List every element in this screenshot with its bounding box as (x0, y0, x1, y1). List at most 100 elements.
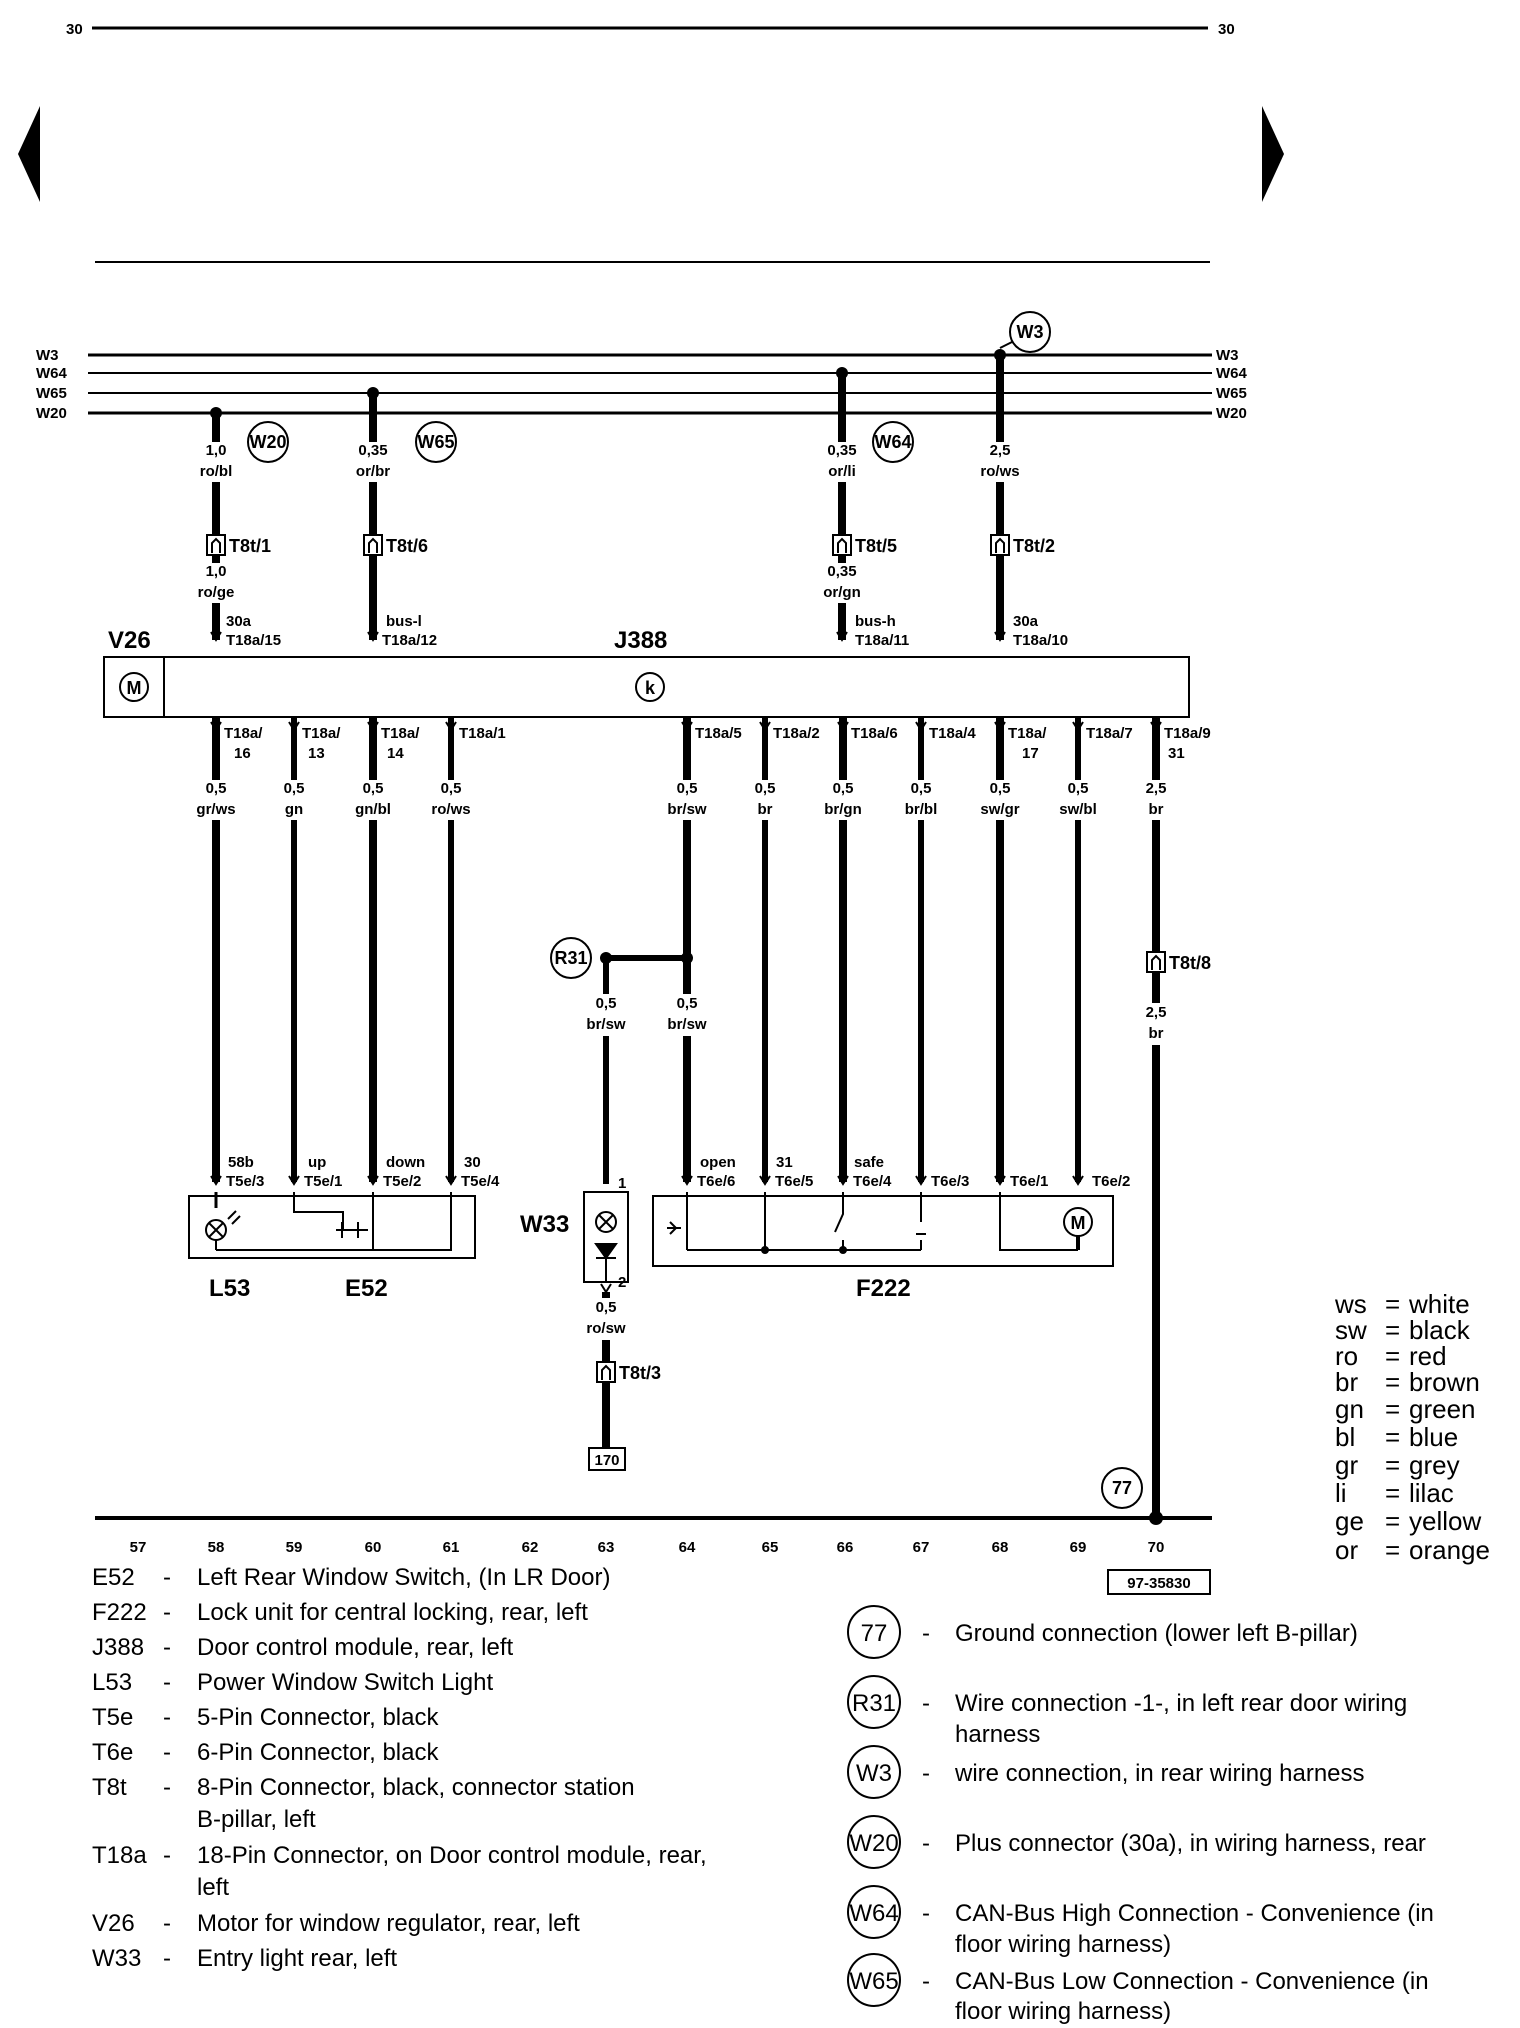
legend-desc-t18a: 18-Pin Connector, on Door control module… (197, 1842, 707, 1869)
pin-t18a-16b: 16 (234, 745, 251, 762)
bus-tap-w3: W3 2,5 ro/ws T8t/2 30a T18a/10 (970, 311, 1068, 649)
lock-unit-f222: M F222 (652, 1192, 1114, 1302)
pin-t18a-11: T18a/11 (855, 632, 909, 649)
pin-t18a-9: T18a/9 (1164, 725, 1211, 742)
bus-label-right-w3: W3 (1216, 347, 1239, 364)
wire-17-color: sw/gr (980, 801, 1019, 818)
label-w33: W33 (520, 1211, 569, 1238)
svg-text:-: - (922, 1620, 930, 1647)
legend-code-v26: V26 (92, 1910, 135, 1937)
color-name-grey: grey (1409, 1450, 1460, 1480)
legend-desc-f222: Lock unit for central locking, rear, lef… (197, 1599, 588, 1626)
label-j388: J388 (614, 627, 667, 654)
legend-desc-j388: Door control module, rear, left (197, 1634, 513, 1661)
legend-desc-t5e: 5-Pin Connector, black (197, 1704, 439, 1731)
color-code-li: li (1335, 1478, 1347, 1508)
pin-t18a-12: T18a/12 (382, 632, 437, 649)
wire-17-size: 0,5 (990, 780, 1011, 797)
entry-light-w33: W33 1 2 0,5 ro/sw T8t/3 170 (520, 1175, 661, 1471)
legend-tag-w65: W65 (849, 1968, 898, 1995)
svg-text:=: = (1385, 1289, 1400, 1319)
term-t6e-4: T6e/4 (853, 1173, 892, 1190)
svg-text:-: - (163, 1634, 171, 1661)
color-code-ge: ge (1335, 1506, 1364, 1536)
legend-code-l53: L53 (92, 1669, 132, 1696)
color-name-orange: orange (1409, 1535, 1490, 1565)
pin-t18a-17b: 17 (1022, 745, 1039, 762)
term-t6e-1: T6e/1 (1010, 1173, 1048, 1190)
legend-desc-t18a-cont: left (197, 1874, 229, 1901)
pin-t18a-5: T18a/5 (695, 725, 742, 742)
column-69: 69 (1070, 1539, 1087, 1556)
connector-t8t-3: T8t/3 (619, 1363, 661, 1383)
svg-text:-: - (163, 1910, 171, 1937)
legend-desc-e52: Left Rear Window Switch, (In LR Door) (197, 1564, 610, 1591)
func-31: 31 (776, 1154, 793, 1171)
bus-label-right-w20: W20 (1216, 405, 1247, 422)
bus-label-left-w65: W65 (36, 385, 67, 402)
wire-14-size: 0,5 (363, 780, 384, 797)
component-legend: E52 - Left Rear Window Switch, (In LR Do… (92, 1564, 707, 1972)
bus-label-left-w64: W64 (36, 365, 68, 382)
pin-t18a-14b: 14 (387, 745, 404, 762)
wire-4-color: br/bl (905, 801, 938, 818)
ground-wire-77: T8t/8 2,5 br 77 (1101, 951, 1211, 1525)
func-58b: 58b (228, 1154, 254, 1171)
page-number-right: 30 (1218, 21, 1235, 38)
func-safe: safe (854, 1154, 884, 1171)
color-name-green: green (1409, 1394, 1476, 1424)
wire-9-color: br (1149, 801, 1164, 818)
bus-tap-w65: W65 0,35 or/br T8t/6 bus-l T18a/12 (339, 387, 457, 649)
column-60: 60 (365, 1539, 382, 1556)
color-name-blue: blue (1409, 1422, 1458, 1452)
tap-w20-size: 1,0 (206, 442, 227, 459)
legend-code-w33: W33 (92, 1945, 141, 1972)
pin-t18a-4: T18a/4 (929, 725, 976, 742)
column-62: 62 (522, 1539, 539, 1556)
color-name-lilac: lilac (1409, 1478, 1454, 1508)
bus-label-right-w65: W65 (1216, 385, 1247, 402)
wire-14-color: gn/bl (355, 801, 391, 818)
column-68: 68 (992, 1539, 1009, 1556)
column-63: 63 (598, 1539, 615, 1556)
r31-right-color: br/sw (667, 1016, 707, 1033)
svg-text:=: = (1385, 1535, 1400, 1565)
legend-desc-w20: Plus connector (30a), in wiring harness,… (955, 1830, 1426, 1857)
svg-text:-: - (922, 1830, 930, 1857)
color-code-ws: ws (1334, 1289, 1367, 1319)
r31-left-size: 0,5 (596, 995, 617, 1012)
bus-tap-w20: W20 1,0 ro/bl T8t/1 1,0 ro/ge 30a T18a/1… (182, 407, 289, 649)
color-code-gn: gn (1335, 1394, 1364, 1424)
svg-text:=: = (1385, 1367, 1400, 1397)
junction-r31: R31 0,5 br/sw 0,5 br/sw (550, 937, 717, 1184)
color-code-br: br (1335, 1367, 1358, 1397)
func-open: open (700, 1154, 736, 1171)
tag-w3: W3 (1017, 322, 1044, 342)
r31-right-size: 0,5 (677, 995, 698, 1012)
wire-6-size: 0,5 (833, 780, 854, 797)
next-page-arrow-icon[interactable] (1262, 106, 1284, 202)
svg-text:-: - (163, 1945, 171, 1972)
wire-j388-15-color: ro/ge (198, 584, 235, 601)
wire-j388-15-size: 1,0 (206, 563, 227, 580)
ground-wire-size: 2,5 (1146, 1004, 1167, 1021)
color-name-red: red (1409, 1341, 1447, 1371)
wire-9-size: 2,5 (1146, 780, 1167, 797)
switch-l53-e52: L53 E52 (188, 1192, 476, 1302)
signal-bus-l: bus-l (386, 613, 422, 630)
pin-t18a-2: T18a/2 (773, 725, 820, 742)
tap-w65-size: 0,35 (358, 442, 387, 459)
previous-page-arrow-icon[interactable] (18, 106, 40, 202)
ground-wire-color: br (1149, 1025, 1164, 1042)
wire-1-size: 0,5 (441, 780, 462, 797)
pin-t18a-13b: 13 (308, 745, 325, 762)
legend-tag-w64: W64 (849, 1900, 898, 1927)
svg-text:-: - (922, 1968, 930, 1995)
svg-text:-: - (163, 1669, 171, 1696)
bus-label-left-w20: W20 (36, 405, 67, 422)
signal-bus-h: bus-h (855, 613, 896, 630)
color-legend: ws = white sw = black ro = red br = brow… (1334, 1289, 1490, 1565)
pin-t18a-16a: T18a/ (224, 725, 263, 742)
wire-13-size: 0,5 (284, 780, 305, 797)
func-down: down (386, 1154, 425, 1171)
